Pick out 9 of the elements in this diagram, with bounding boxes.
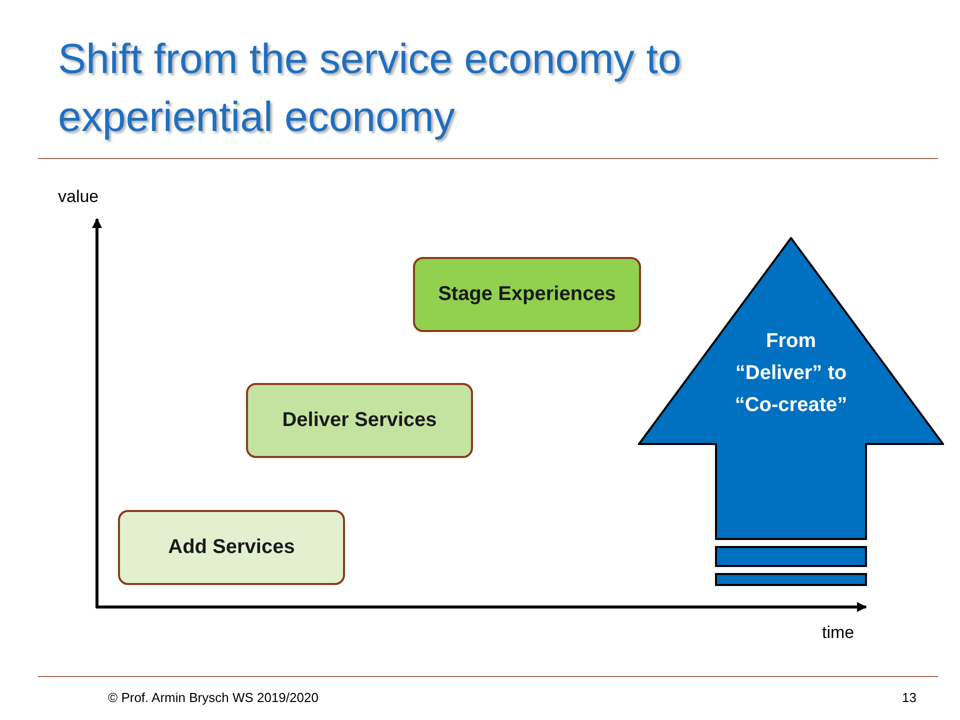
footer-text: © Prof. Armin Brysch WS 2019/2020: [108, 690, 318, 705]
axis-label: time: [822, 623, 854, 643]
slide-title: Shift from the service economy to experiential economy: [58, 34, 682, 142]
arrow-text: From “Deliver” to “Co-create”: [734, 329, 848, 418]
stage-box: Deliver Services: [246, 383, 473, 458]
axis-label: value: [58, 187, 99, 207]
page-number: 13: [902, 690, 916, 705]
stage-box: Add Services: [118, 510, 345, 585]
stage-box: Stage Experiences: [413, 257, 641, 332]
